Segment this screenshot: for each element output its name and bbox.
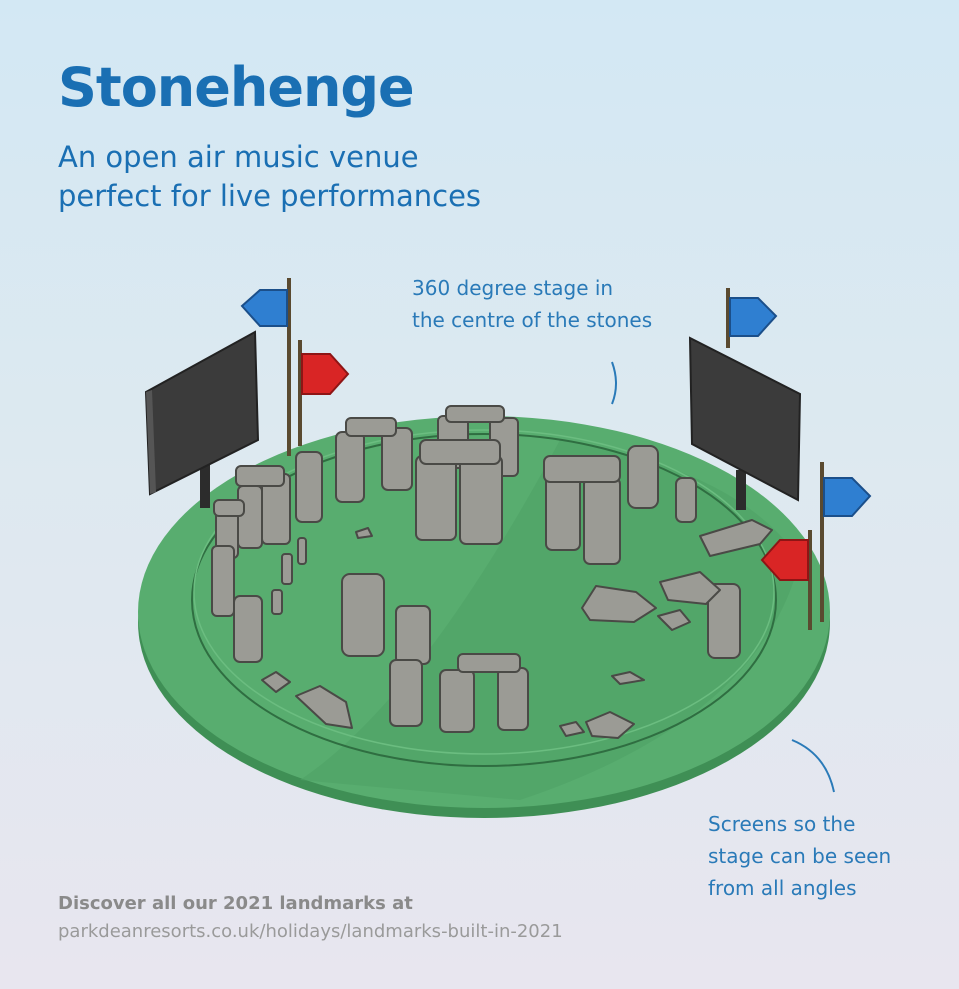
stone	[395, 605, 431, 665]
stage-ring	[191, 433, 777, 767]
screens-pointer-line	[791, 739, 835, 793]
page-subtitle: An open air music venue perfect for live…	[58, 138, 578, 216]
stone	[699, 519, 773, 557]
stone	[559, 721, 585, 737]
stone	[355, 527, 373, 539]
subtitle-line: perfect for live performances	[58, 179, 482, 213]
stone	[585, 711, 635, 739]
grass-shade	[300, 440, 800, 800]
stone	[341, 573, 385, 657]
stones	[211, 405, 773, 739]
stone	[457, 653, 521, 673]
stone	[657, 609, 691, 631]
stage-annotation: 360 degree stage in the centre of the st…	[412, 272, 652, 336]
stone	[271, 589, 283, 615]
screen-left	[144, 330, 260, 508]
flag-red-right	[760, 530, 812, 630]
page-title: Stonehenge	[58, 56, 415, 119]
stone	[381, 427, 413, 491]
footer-cta: Discover all our 2021 landmarks at	[58, 893, 413, 914]
stone	[233, 595, 263, 663]
stone	[389, 659, 423, 727]
stone	[581, 585, 657, 623]
stone	[295, 685, 353, 729]
stone	[583, 477, 621, 565]
stone	[297, 537, 307, 565]
stone	[497, 667, 529, 731]
stone	[211, 545, 235, 617]
footer: Discover all our 2021 landmarks at parkd…	[58, 890, 563, 946]
footer-url-link[interactable]: parkdeanresorts.co.uk/holidays/landmarks…	[58, 921, 563, 942]
stone	[439, 669, 475, 733]
stone	[295, 451, 323, 523]
stone	[419, 439, 501, 465]
flag-blue-right	[820, 462, 872, 622]
stone	[707, 583, 741, 659]
stone	[237, 485, 263, 549]
stone	[261, 671, 291, 693]
screens-annotation: Screens so the stage can be seen from al…	[708, 808, 891, 904]
annotation-line: the centre of the stones	[412, 308, 653, 332]
flag-blue-right-top	[726, 288, 778, 348]
flag-blue-left	[240, 278, 291, 456]
stone	[281, 553, 293, 585]
stone	[459, 455, 503, 545]
stone	[235, 465, 285, 487]
stone	[627, 445, 659, 509]
annotation-line: 360 degree stage in	[412, 276, 614, 300]
annotation-line: stage can be seen	[708, 844, 892, 868]
stone	[335, 431, 365, 503]
stage-pointer-line	[611, 361, 617, 405]
subtitle-line: An open air music venue	[58, 140, 419, 174]
stone	[213, 499, 245, 517]
stone	[659, 571, 721, 605]
annotation-line: Screens so the	[708, 812, 856, 836]
flag-red-left	[298, 340, 350, 446]
stone	[445, 405, 505, 423]
stage-ring-inner	[193, 429, 775, 755]
screen-right	[688, 336, 802, 510]
stone	[675, 477, 697, 523]
stone	[611, 671, 645, 685]
stone	[345, 417, 397, 437]
stone	[415, 455, 457, 541]
annotation-line: from all angles	[708, 876, 857, 900]
stone	[543, 455, 621, 483]
